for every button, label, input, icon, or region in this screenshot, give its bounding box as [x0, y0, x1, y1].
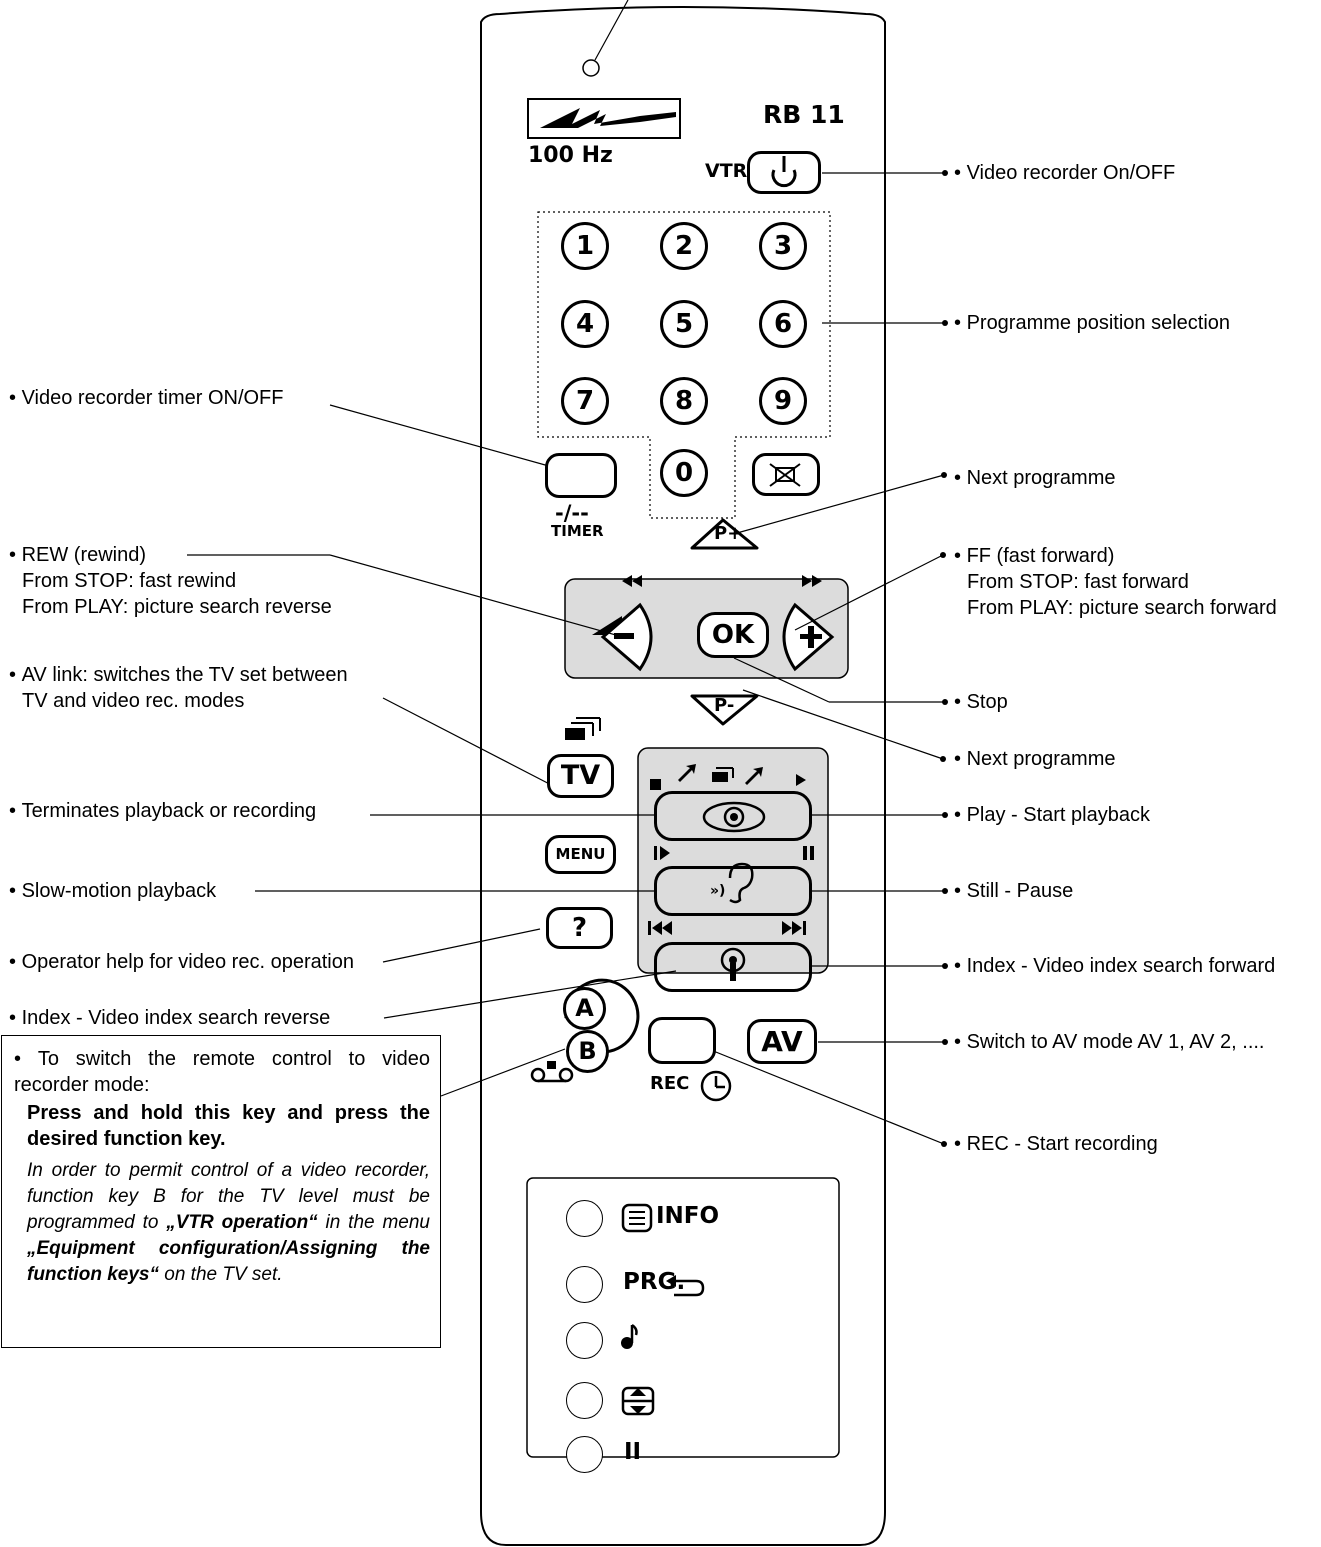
label-timer-onoff: Video recorder timer ON/OFF [9, 385, 284, 411]
legend-pause-label: II [624, 1439, 642, 1465]
digit-8-button[interactable]: 8 [660, 377, 708, 425]
p-plus-shape [690, 518, 759, 550]
legend-circle-1[interactable] [566, 1200, 603, 1237]
label-play: Play - Start playback [954, 802, 1150, 828]
timer-label: TIMER [551, 522, 604, 540]
digit-0-button[interactable]: 0 [660, 449, 708, 497]
label-vtr-onoff: Video recorder On/OFF [954, 160, 1176, 186]
still-button[interactable] [654, 866, 812, 916]
vtr-label: VTR [705, 160, 748, 182]
legend-circle-3[interactable] [566, 1322, 603, 1359]
label-stop: Stop [954, 689, 1008, 715]
label-rew-title: REW (rewind) [9, 544, 146, 566]
label-rec-start: REC - Start recording [954, 1131, 1158, 1157]
a-button[interactable]: A [563, 987, 606, 1030]
label-av-link-1: AV link: switches the TV set between [9, 664, 348, 686]
legend-circle-4[interactable] [566, 1382, 603, 1419]
index-button[interactable] [654, 942, 812, 992]
label-rew-stop: From STOP: fast rewind [22, 570, 237, 592]
p-minus-label[interactable]: P- [714, 695, 735, 716]
play-button[interactable] [654, 791, 812, 841]
label-terminates: Terminates playback or recording [9, 798, 317, 824]
legend-prg-label: PRG. [623, 1269, 686, 1295]
legend-circle-2[interactable] [566, 1266, 603, 1303]
tv-button[interactable]: TV [547, 754, 614, 798]
tv-stack-icon [565, 728, 585, 740]
label-slow-motion: Slow-motion playback [9, 878, 217, 904]
b-button[interactable]: B [566, 1030, 609, 1073]
rec-label: REC [650, 1073, 690, 1094]
label-next-programme-down: Next programme [954, 746, 1116, 772]
timer-button[interactable] [545, 453, 617, 498]
model-label: RB 11 [763, 100, 845, 129]
ok-button[interactable]: OK [697, 612, 769, 658]
label-ff-title: FF (fast forward) [954, 545, 1114, 567]
menu-button[interactable]: MENU [545, 835, 616, 874]
note-detail: In order to permit control of a video re… [27, 1160, 430, 1285]
p-minus-shape [690, 694, 759, 726]
legend-circle-5[interactable] [566, 1436, 603, 1473]
legend-box [526, 1177, 840, 1458]
label-rew-play: From PLAY: picture search reverse [22, 596, 332, 618]
label-still: Still - Pause [954, 878, 1074, 904]
vtr-power-button[interactable] [747, 151, 821, 194]
vcr-mode-note: To switch the remote control to video re… [1, 1035, 441, 1348]
label-av-link: AV link: switches the TV set between TV … [9, 662, 348, 714]
digit-5-button[interactable]: 5 [660, 300, 708, 348]
timer-dash-label: -/-- [555, 501, 589, 525]
label-next-programme-up: Next programme [954, 465, 1116, 491]
label-programme-selection: Programme position selection [954, 310, 1230, 336]
ir-window [582, 59, 600, 77]
note-instruction: Press and hold this key and press the de… [27, 1102, 430, 1150]
av-button[interactable]: AV [747, 1019, 817, 1064]
label-rew: REW (rewind) From STOP: fast rewind From… [9, 542, 332, 620]
number-block-outline [537, 211, 831, 519]
digit-3-button[interactable]: 3 [759, 222, 807, 270]
note-intro: To switch the remote control to video re… [14, 1046, 430, 1098]
label-ff: FF (fast forward) From STOP: fast forwar… [954, 543, 1277, 621]
legend-info-label: INFO [656, 1203, 720, 1229]
digit-7-button[interactable]: 7 [561, 377, 609, 425]
digit-6-button[interactable]: 6 [759, 300, 807, 348]
digit-4-button[interactable]: 4 [561, 300, 609, 348]
help-button[interactable]: ? [546, 907, 613, 949]
label-ff-play: From PLAY: picture search forward [967, 597, 1277, 619]
label-operator-help: Operator help for video rec. operation [9, 949, 354, 975]
label-av-link-2: TV and video rec. modes [22, 690, 245, 712]
p-plus-label[interactable]: P+ [714, 523, 743, 544]
label-av-mode: Switch to AV mode AV 1, AV 2, .... [954, 1029, 1265, 1055]
hz-label: 100 Hz [528, 143, 613, 168]
digit-9-button[interactable]: 9 [759, 377, 807, 425]
rec-button[interactable] [648, 1017, 716, 1064]
label-ff-stop: From STOP: fast forward [967, 571, 1189, 593]
label-index-forward: Index - Video index search forward [954, 953, 1276, 979]
label-index-reverse: Index - Video index search reverse [9, 1005, 331, 1031]
digit-1-button[interactable]: 1 [561, 222, 609, 270]
svg-text:»): ») [710, 883, 725, 899]
digit-2-button[interactable]: 2 [660, 222, 708, 270]
mute-button[interactable] [752, 453, 820, 496]
